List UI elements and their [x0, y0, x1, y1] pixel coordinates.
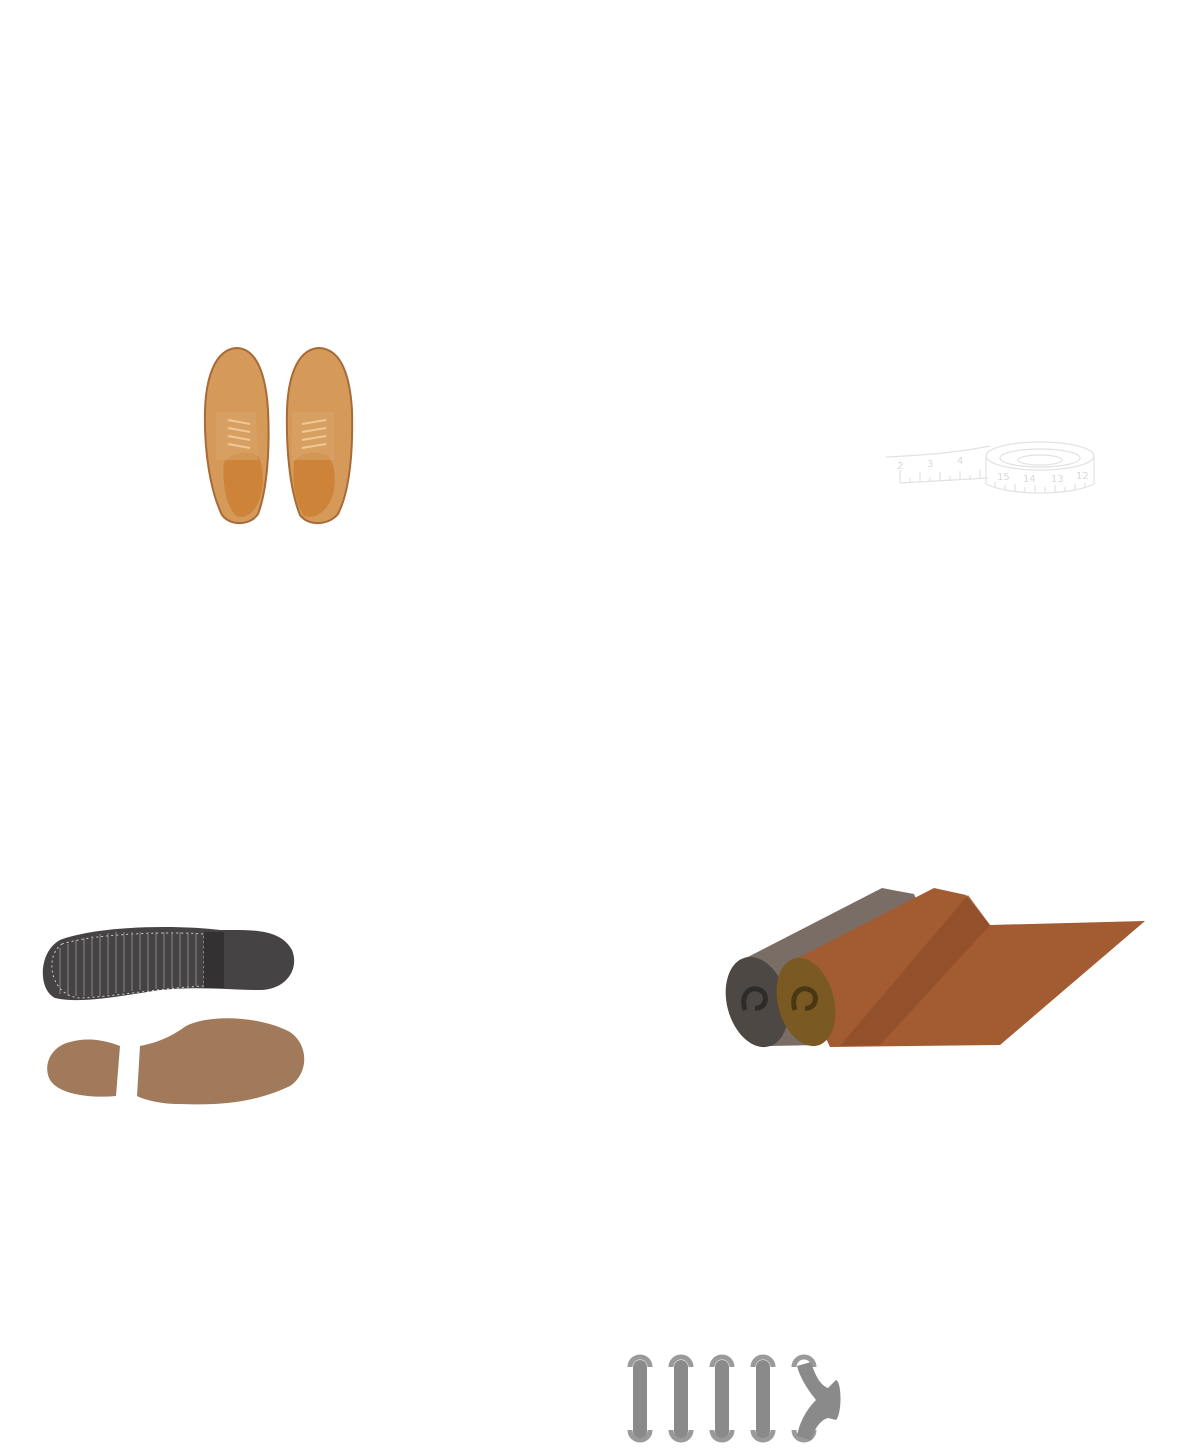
tape-number: 15 [997, 472, 1010, 483]
shoes-pair [203, 346, 354, 525]
sole-brown [47, 1018, 305, 1105]
tape-number: 3 [927, 459, 933, 470]
tape-number: 4 [957, 456, 963, 467]
tape-number: 2 [897, 461, 903, 472]
outsole-black [42, 927, 295, 1001]
leather-rolls [725, 888, 1145, 1048]
left-shoe [203, 346, 270, 525]
tape-measure: 2 3 4 15 14 13 12 [885, 441, 1095, 494]
tape-number: 12 [1076, 471, 1089, 482]
laces [627, 1354, 841, 1443]
tape-number: 13 [1051, 474, 1064, 485]
right-shoe [285, 346, 354, 525]
tape-number: 14 [1023, 474, 1036, 485]
